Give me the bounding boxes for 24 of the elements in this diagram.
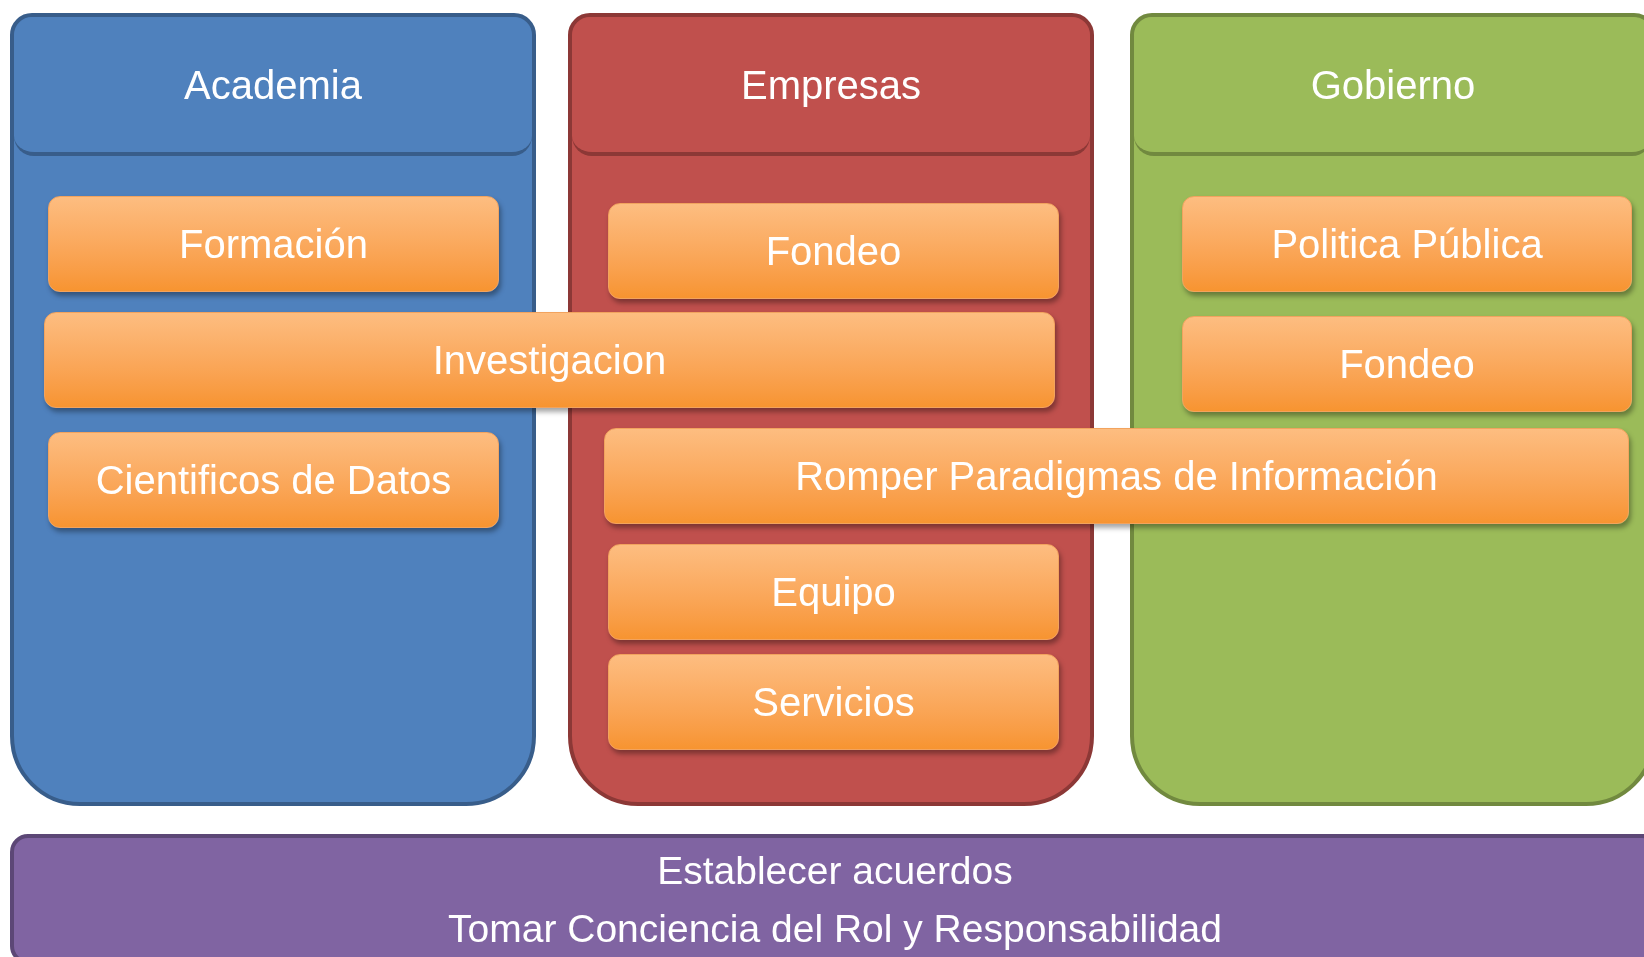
column-heading: Academia: [184, 61, 362, 109]
item-box: [608, 203, 1059, 299]
bottom-band: [10, 834, 1644, 957]
item-box: [44, 312, 1055, 408]
column-heading: Empresas: [740, 61, 922, 109]
item-label: Cientificos de Datos: [95, 457, 452, 504]
band-text: Tomar Conciencia del Rol y Responsabilidad: [448, 906, 1222, 952]
item-box: [48, 196, 499, 292]
column-heading: Gobierno: [1310, 61, 1476, 109]
item-label: Equipo: [771, 569, 896, 616]
item-box: [1182, 196, 1632, 292]
item-label: Politica Pública: [1271, 221, 1543, 268]
item-label: Formación: [179, 221, 368, 268]
item-box: [608, 654, 1059, 750]
item-label: Investigacion: [432, 337, 667, 384]
item-label: Servicios: [752, 679, 915, 726]
item-box: [608, 544, 1059, 640]
band-text: Establecer acuerdos: [657, 848, 1013, 894]
item-box: [1182, 316, 1632, 412]
item-label: Fondeo: [765, 228, 902, 275]
item-box: [48, 432, 499, 528]
item-label: Fondeo: [1339, 341, 1475, 388]
item-box: [604, 428, 1629, 524]
item-label: Romper Paradigmas de Información: [795, 453, 1438, 500]
